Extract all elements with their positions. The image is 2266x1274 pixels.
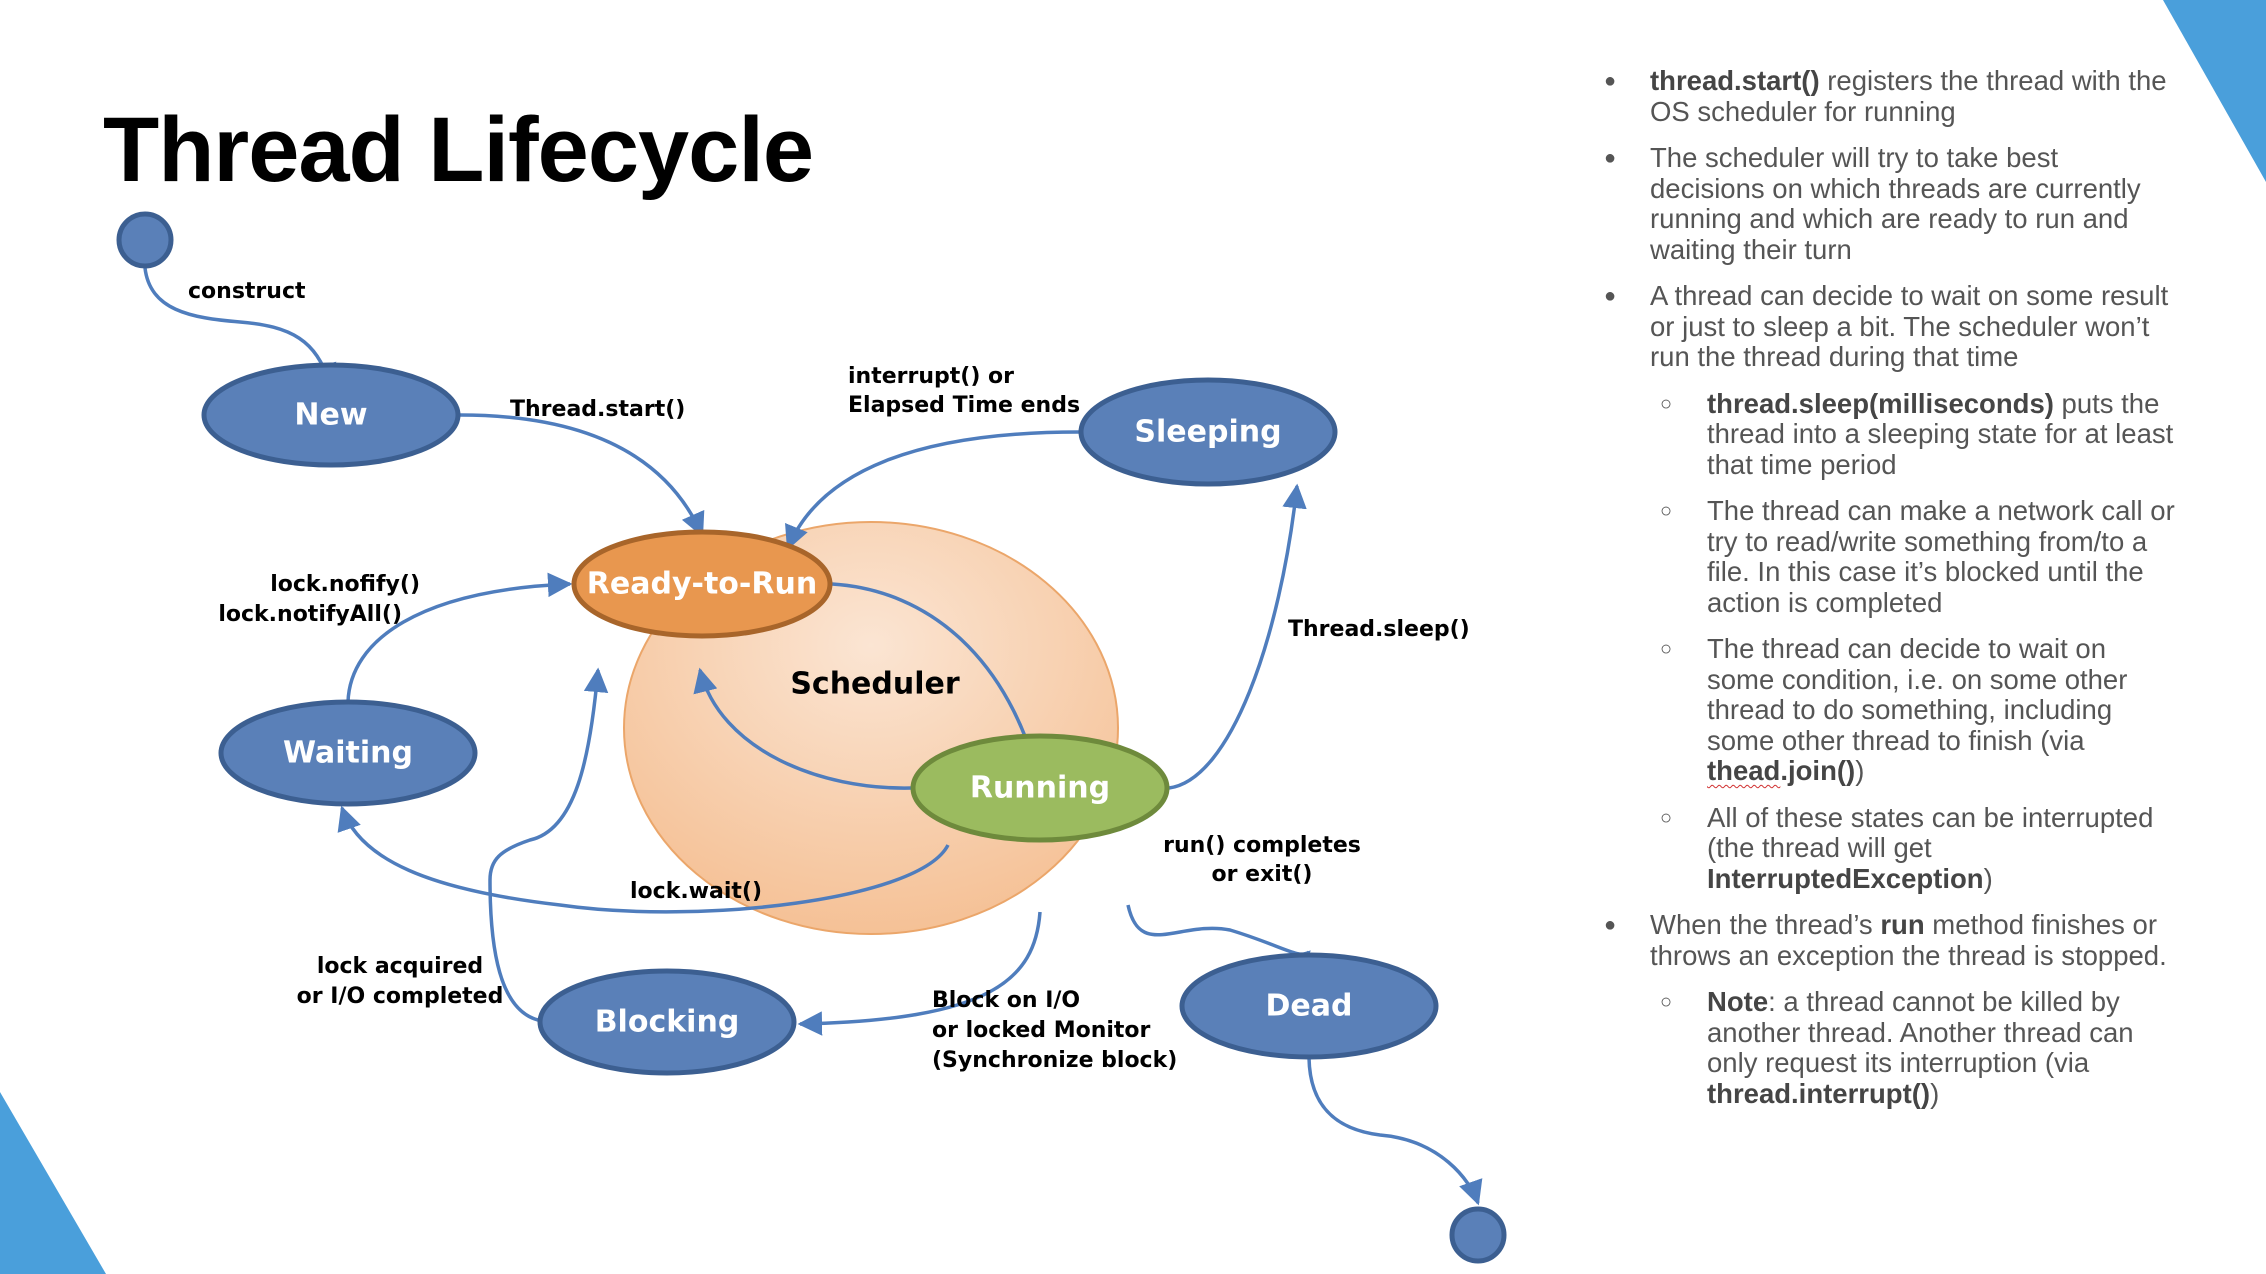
label-interrupt-line2: Elapsed Time ends [848, 393, 1080, 418]
label-lock-wait: lock.wait() [630, 879, 762, 904]
edge-interrupt-or-elapsed [785, 430, 1080, 551]
edge-run-completes [1126, 904, 1311, 976]
note-run-finishes: When the thread’s run method finishes or… [1600, 909, 2180, 971]
state-new: New [201, 362, 461, 468]
note-code-join-misspelled: thead [1707, 755, 1781, 786]
note-code-interrupted-exception: InterruptedException [1707, 862, 1984, 894]
note-text: ) [1983, 862, 1993, 894]
subnote-blocking-io: The thread can make a network call or tr… [1600, 495, 2180, 618]
edge-lock-wait [337, 805, 950, 914]
note-code-interrupt: thread.interrupt() [1707, 1077, 1931, 1109]
note-wait-or-sleep: A thread can decide to wait on some resu… [1600, 280, 2180, 373]
note-text: The thread can decide to wait on some co… [1707, 633, 2128, 756]
note-text: ) [1855, 755, 1865, 786]
edge-thread-sleep [1168, 483, 1307, 790]
state-waiting-label: Waiting [283, 736, 413, 771]
label-lock-acquired-line2: or I/O completed [297, 984, 504, 1009]
bottom-left-accent-triangle [0, 1092, 106, 1274]
state-ready-to-run: Ready-to-Run [571, 529, 833, 639]
note-text: : a thread cannot be killed by another t… [1707, 986, 2134, 1078]
label-block-line1: Block on I/O [932, 988, 1080, 1013]
edge-thread-start [459, 413, 705, 538]
edge-construct [143, 267, 337, 389]
subnote-interrupted: All of these states can be interrupted (… [1600, 801, 2180, 895]
start-node [116, 211, 174, 269]
label-lock-acquired-line1: lock acquired [317, 954, 483, 979]
edge-lock-acquired [488, 667, 609, 1022]
notes-list: thread.start() registers the thread with… [1600, 65, 2180, 1109]
subnote-wait-condition: The thread can decide to wait on some co… [1600, 633, 2180, 787]
state-dead: Dead [1179, 952, 1439, 1060]
note-text: A thread can decide to wait on some resu… [1650, 280, 2169, 372]
label-interrupt-line1: interrupt() or [848, 364, 1014, 389]
note-text: registers the thread with the OS schedul… [1650, 65, 2167, 127]
state-running-label: Running [970, 771, 1110, 806]
top-right-accent-triangle [2163, 0, 2266, 182]
state-sleeping-label: Sleeping [1134, 415, 1281, 450]
label-notify-line2: lock.notifyAll() [218, 602, 402, 627]
note-code-thread-start: thread.start() [1650, 65, 1820, 96]
label-thread-sleep: Thread.sleep() [1288, 617, 1470, 642]
state-running: Running [910, 733, 1170, 843]
label-run-completes-line1: run() completes [1163, 833, 1361, 858]
slide-title: Thread Lifecycle [103, 99, 814, 201]
state-waiting: Waiting [218, 699, 478, 807]
label-notify-line1: lock.nofify() [270, 572, 420, 597]
note-text: ) [1930, 1077, 1940, 1109]
state-ready-to-run-label: Ready-to-Run [587, 567, 817, 602]
note-text: puts the thread into a sleeping state fo… [1707, 387, 2174, 480]
edge-block-on-io [797, 911, 1042, 1036]
state-sleeping: Sleeping [1078, 377, 1338, 487]
note-text: method finishes or throws an exception t… [1650, 909, 2167, 971]
note-code-run: run [1880, 909, 1925, 940]
note-thread-start: thread.start() registers the thread with… [1600, 65, 2180, 127]
subnote-cannot-kill: Note: a thread cannot be killed by anoth… [1600, 986, 2180, 1109]
notes-panel: thread.start() registers the thread with… [1600, 65, 2180, 1125]
label-block-line2: or locked Monitor [932, 1018, 1151, 1043]
state-new-label: New [294, 398, 367, 433]
label-run-completes-line2: or exit() [1212, 862, 1313, 887]
end-node [1449, 1206, 1507, 1264]
scheduler-label: Scheduler [790, 667, 960, 702]
state-blocking-label: Blocking [595, 1005, 740, 1040]
subnote-sleep: thread.sleep(milliseconds) puts the thre… [1600, 387, 2180, 481]
note-code-sleep: thread.sleep(milliseconds) [1707, 387, 2054, 419]
note-scheduler: The scheduler will try to take best deci… [1600, 142, 2180, 265]
state-dead-label: Dead [1266, 989, 1353, 1024]
note-label-note: Note [1707, 986, 1769, 1017]
label-block-line3: (Synchronize block) [932, 1048, 1177, 1073]
note-text: The scheduler will try to take best deci… [1650, 142, 2141, 265]
edge-notify [346, 572, 573, 703]
label-thread-start: Thread.start() [510, 397, 685, 422]
edge-running-to-ready [693, 667, 912, 790]
thread-lifecycle-diagram: Scheduler New Ready-to-Run Running Sleep… [116, 211, 1507, 1264]
state-blocking: Blocking [537, 968, 797, 1076]
note-text: When the thread’s [1650, 909, 1881, 940]
note-text: All of these states can be interrupted (… [1707, 801, 2154, 863]
label-construct: construct [188, 279, 306, 304]
note-text: The thread can make a network call or tr… [1707, 495, 2175, 618]
edge-dead-to-end [1307, 1057, 1483, 1206]
note-code-join: .join() [1780, 755, 1856, 786]
